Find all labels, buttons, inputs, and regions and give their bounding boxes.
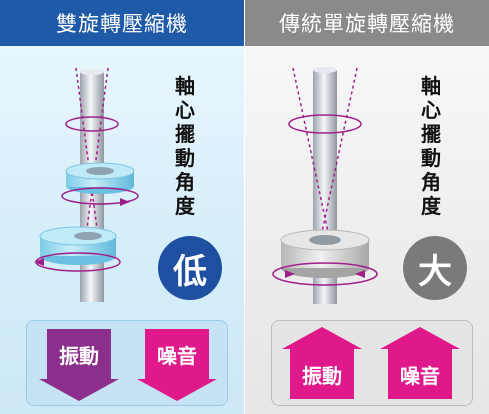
rotation-arrow-icon [285,270,295,278]
shaft-top [80,69,104,75]
noise-label: 噪音 [388,349,452,399]
low-level-badge: 低 [158,236,222,300]
rotation-arrow-icon [120,198,130,206]
single-rotary-panel: 傳統單旋轉壓縮機 [245,0,489,414]
noise-label: 噪音 [145,329,209,379]
twin-rotary-illustration [34,67,139,302]
tilt-line [318,67,358,247]
axis-swing-angle-label: 軸心擺動角度 [175,74,195,218]
twin-rotary-title: 雙旋轉壓縮機 [0,0,244,46]
orbit-ring [65,116,119,132]
twin-rotary-results: 振動 噪音 [26,320,228,406]
vibration-label: 振動 [290,349,354,399]
axis-swing-angle-label: 軸心擺動角度 [421,74,441,218]
lower-rotor-hole [74,232,102,240]
twin-rotary-panel: 雙旋轉壓縮機 [0,0,244,414]
tilt-line [75,67,99,237]
single-rotary-results: 振動 噪音 [271,320,473,406]
orbit-ring [272,262,378,286]
shaft-top [313,67,337,73]
single-rotary-illustration [272,67,378,304]
orbit-ring [288,114,362,134]
high-level-badge: 大 [403,236,467,300]
rotation-arrow-icon [34,258,44,266]
tilt-line [85,67,109,237]
single-rotary-title: 傳統單旋轉壓縮機 [245,0,489,46]
upper-rotor-hole [86,167,114,175]
vibration-label: 振動 [47,329,111,379]
orbit-ring [61,187,139,205]
rotor-hole [309,235,341,245]
rotation-arrow-icon [355,270,365,278]
